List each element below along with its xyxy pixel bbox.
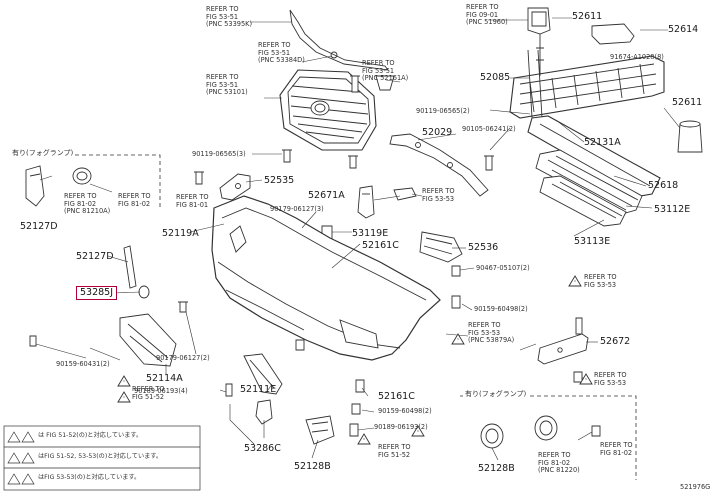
part-number-52111e[interactable]: 52111E <box>240 384 277 395</box>
reference-53879a[interactable]: REFER TO FIG 53-53 (PNC 53879A) <box>468 321 515 345</box>
reference-51-52-center[interactable]: REFER TO FIG 51-52 <box>378 443 411 459</box>
energy-absorber-part <box>527 115 661 197</box>
part-number-52161c-lower[interactable]: 52161C <box>378 391 415 402</box>
part-number-52131a[interactable]: 52131A <box>584 137 621 148</box>
part-number-52127d-fog[interactable]: 52127D <box>20 221 58 232</box>
reference-51960[interactable]: REFER TO FIG 09-01 (PNC 51960) <box>466 3 508 27</box>
part-number-90189-4[interactable]: 90189-06193(4) <box>134 387 188 395</box>
leader-lines <box>35 17 681 461</box>
side-bracket-part <box>219 173 251 201</box>
part-number-90105[interactable]: 90105-06241(2) <box>462 125 516 133</box>
notes-table <box>3 425 201 491</box>
part-number-90119-3[interactable]: 90119-06565(3) <box>192 150 246 158</box>
lower-grille-part <box>539 175 627 227</box>
reference-53395k[interactable]: REFER TO FIG 53-51 (PNC 53395K) <box>206 5 253 29</box>
part-number-52085[interactable]: 52085 <box>480 72 511 83</box>
fog-lamp-right-label: 有り(フォグランプ) <box>463 390 529 398</box>
side-grille-part <box>419 231 463 263</box>
fog-lamp-part <box>480 415 558 449</box>
front-bumper-cover-part <box>211 195 441 361</box>
bracket-part <box>255 399 273 425</box>
part-number-52671a[interactable]: 52671A <box>308 190 345 201</box>
part-number-90159-60431[interactable]: 90159-60431(2) <box>56 360 110 368</box>
reference-81210a[interactable]: REFER TO FIG 81-02 (PNC 81210A) <box>64 192 111 216</box>
diagram-id: 521976G <box>680 483 711 491</box>
part-number-90179-3[interactable]: 90179-06127(3) <box>270 205 324 213</box>
lower-guard-part <box>243 353 283 395</box>
part-number-52128b[interactable]: 52128B <box>294 461 331 472</box>
note-51-52-53-53: はFIG 51-52, 53-53(の)と対応しています。 <box>38 453 163 460</box>
part-number-52128b-fog[interactable]: 52128B <box>478 463 515 474</box>
part-number-52611-right[interactable]: 52611 <box>672 97 703 108</box>
part-number-90159-60498-upper[interactable]: 90159-60498(2) <box>474 305 528 313</box>
reference-53-53-right[interactable]: REFER TO FIG 53-53 <box>584 273 617 289</box>
bumper-arm-part <box>389 133 489 197</box>
part-number-52536[interactable]: 52536 <box>468 242 499 253</box>
note-51-52: は FIG 51-52(の)と対応しています。 <box>38 432 143 439</box>
part-number-53119e[interactable]: 53119E <box>352 228 389 239</box>
part-number-52127d[interactable]: 52127D <box>76 251 114 262</box>
part-number-52114a[interactable]: 52114A <box>146 373 183 384</box>
part-number-53112e[interactable]: 53112E <box>654 204 691 215</box>
part-number-90189-2[interactable]: 90189-06193(2) <box>374 423 428 431</box>
reference-81-01[interactable]: REFER TO FIG 81-01 <box>176 193 209 209</box>
screw-part <box>29 149 601 437</box>
part-number-90119-2[interactable]: 90119-06565(2) <box>416 107 470 115</box>
plug-part <box>138 285 150 299</box>
part-number-52618[interactable]: 52618 <box>648 180 679 191</box>
side-stay-part <box>537 317 589 365</box>
reference-53-53-lower[interactable]: REFER TO FIG 53-53 <box>594 371 627 387</box>
pad-part <box>677 120 703 153</box>
reference-81-02-left[interactable]: REFER TO FIG 81-02 <box>118 192 151 208</box>
clip-part <box>591 23 635 45</box>
part-number-52611[interactable]: 52611 <box>572 11 603 22</box>
license-bracket-part <box>119 313 177 367</box>
fog-lamp-left-label: 有り(フォグランプ) <box>10 149 76 157</box>
part-number-53286c[interactable]: 53286C <box>244 443 281 454</box>
part-number-91674[interactable]: 91674-A1028(8) <box>610 53 664 61</box>
clip-part <box>350 75 360 93</box>
reference-53101[interactable]: REFER TO FIG 53-51 (PNC 53101) <box>206 73 248 97</box>
lower-grille-part <box>535 149 643 215</box>
reference-52161a[interactable]: REFER TO FIG 53-51 (PNC 52161A) <box>362 59 409 83</box>
bumper-reinforcement-part <box>509 55 665 119</box>
fog-lamp-cover-part <box>72 167 92 185</box>
side-bracket-part <box>357 185 375 219</box>
part-number-53285j-highlighted[interactable]: 53285J <box>76 286 118 300</box>
part-number-52614[interactable]: 52614 <box>668 24 699 35</box>
stay-part <box>25 165 137 289</box>
part-number-90467[interactable]: 90467-05107(2) <box>476 264 530 272</box>
reference-51-52-left[interactable]: REFER TO FIG 51-52 <box>132 385 165 401</box>
reference-81-02-right[interactable]: REFER TO FIG 81-02 <box>600 441 633 457</box>
part-number-52535[interactable]: 52535 <box>264 175 295 186</box>
part-number-52029[interactable]: 52029 <box>422 127 453 138</box>
fog-cover-part <box>305 415 335 445</box>
note-53-53: はFIG 53-53(の)と対応しています。 <box>38 474 141 481</box>
part-number-52672[interactable]: 52672 <box>600 336 631 347</box>
part-number-53113e[interactable]: 53113E <box>574 236 611 247</box>
reference-53-53-top[interactable]: REFER TO FIG 53-53 <box>422 187 455 203</box>
part-number-90159-60498-lower[interactable]: 90159-60498(2) <box>378 407 432 415</box>
reference-81220[interactable]: REFER TO FIG 81-02 (PNC 81220) <box>538 451 580 475</box>
reference-53384d[interactable]: REFER TO FIG 53-51 (PNC 53384D) <box>258 41 305 65</box>
clip-part <box>375 75 395 91</box>
part-number-90179-2[interactable]: 90179-06127(2) <box>156 354 210 362</box>
part-number-52119a[interactable]: 52119A <box>162 228 199 239</box>
part-number-52161c-upper[interactable]: 52161C <box>362 240 399 251</box>
upper-seal-part <box>289 9 390 71</box>
